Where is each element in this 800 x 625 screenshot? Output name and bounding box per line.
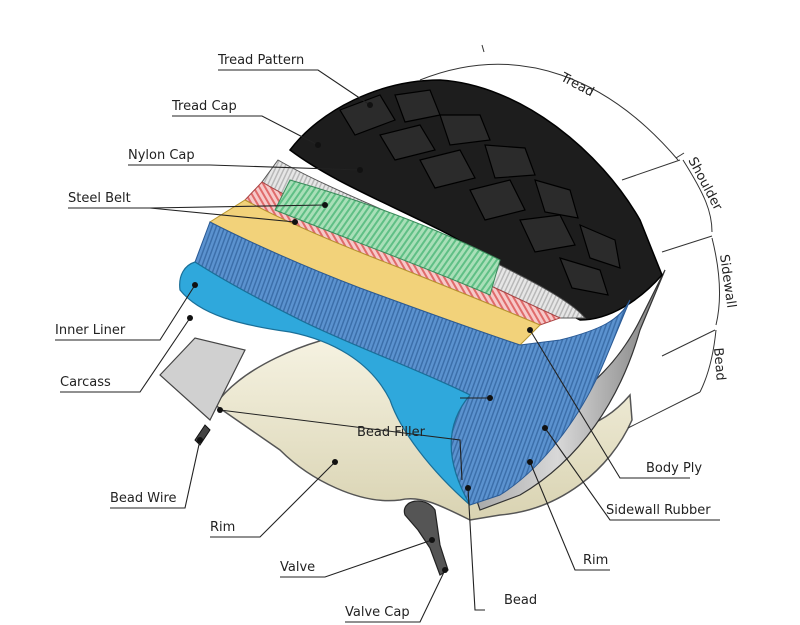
label-bead-wire: Bead Wire [110,491,177,506]
label-rim-right: Rim [583,553,608,568]
bead-plate [159,337,246,421]
label-steel-belt: Steel Belt [68,191,131,206]
zone-label-sidewall: Sidewall [716,253,738,309]
leader-lines [55,69,720,623]
label-body-ply: Body Ply [646,461,702,476]
steel-wire-patch [274,179,501,296]
zone-label-bead: Bead [710,347,728,381]
label-sidewall-rubber: Sidewall Rubber [606,503,711,518]
label-nylon-cap: Nylon Cap [128,148,195,163]
zone-label-shoulder: Shoulder [684,155,725,214]
label-bead: Bead [504,593,537,608]
label-bead-filler: Bead Filler [357,425,426,440]
inner-liner-layer [179,261,471,506]
label-tread-cap: Tread Cap [171,99,237,114]
label-rim-left: Rim [210,520,235,535]
zone-brackets [419,44,720,429]
label-carcass: Carcass [60,375,111,390]
label-valve: Valve [280,560,315,575]
zone-label-tread: Tread [557,70,596,100]
tire-illustration [159,79,666,576]
valve-shape [403,500,449,576]
bead-wire-shape [194,424,211,446]
label-valve-cap: Valve Cap [345,605,410,620]
tread-blocks [339,89,621,296]
label-tread-pattern: Tread Pattern [217,53,304,68]
label-inner-liner: Inner Liner [55,323,126,338]
